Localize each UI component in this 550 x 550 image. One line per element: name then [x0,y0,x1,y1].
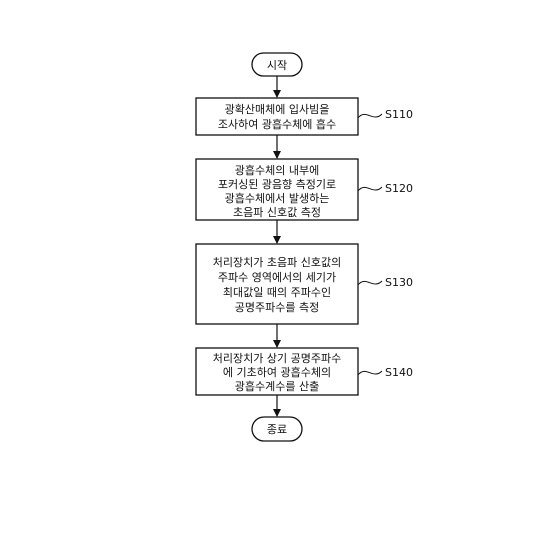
step-s120-label: S120 [385,182,413,195]
step-s110: 광확산매체에 입사빔을 조사하여 광흡수체에 흡수 S110 [195,97,413,136]
step-s140-leader [357,370,383,376]
step-s110-leader [357,113,383,119]
step-s130: 처리장치가 초음파 신호값의 주파수 영역에서의 세기가 최대값일 때의 주파수… [195,243,413,325]
step-s110-line: 광확산매체에 입사빔을 [225,103,330,116]
step-s130-leader [357,280,383,286]
step-s130-line: 주파수 영역에서의 세기가 [218,271,336,284]
step-s110-label: S110 [385,108,413,121]
step-s140-line: 광흡수계수를 산출 [235,379,319,393]
step-s130-line: 처리장치가 초음파 신호값의 [213,256,341,269]
start-terminal-text: 시작 [267,59,287,72]
step-s140-line: 에 기초하여 광흡수체의 [223,365,331,379]
step-s120-line: 포커싱된 광음향 측정기로 [218,178,336,191]
end-terminal: 종료 [251,416,303,442]
step-s140-label: S140 [385,366,413,379]
step-s130-line: 공명주파수를 측정 [235,301,319,314]
step-s140: 처리장치가 상기 공명주파수 에 기초하여 광흡수체의 광흡수계수를 산출 S1… [195,347,413,396]
step-s130-line: 최대값일 때의 주파수인 [223,285,331,299]
start-terminal: 시작 [251,52,303,77]
step-s120-line: 광흡수체의 내부에 [235,163,319,177]
step-s120-line: 초음파 신호값 측정 [233,206,321,219]
end-terminal-text: 종료 [267,423,287,436]
step-s120-leader [357,186,383,192]
step-s120: 광흡수체의 내부에 포커싱된 광음향 측정기로 광흡수체에서 발생하는 초음파 … [195,158,413,221]
step-s140-line: 처리장치가 상기 공명주파수 [213,352,341,365]
step-s110-line: 조사하여 광흡수체에 흡수 [218,117,336,131]
step-s130-label: S130 [385,276,413,289]
step-s120-line: 광흡수체에서 발생하는 [225,191,330,205]
